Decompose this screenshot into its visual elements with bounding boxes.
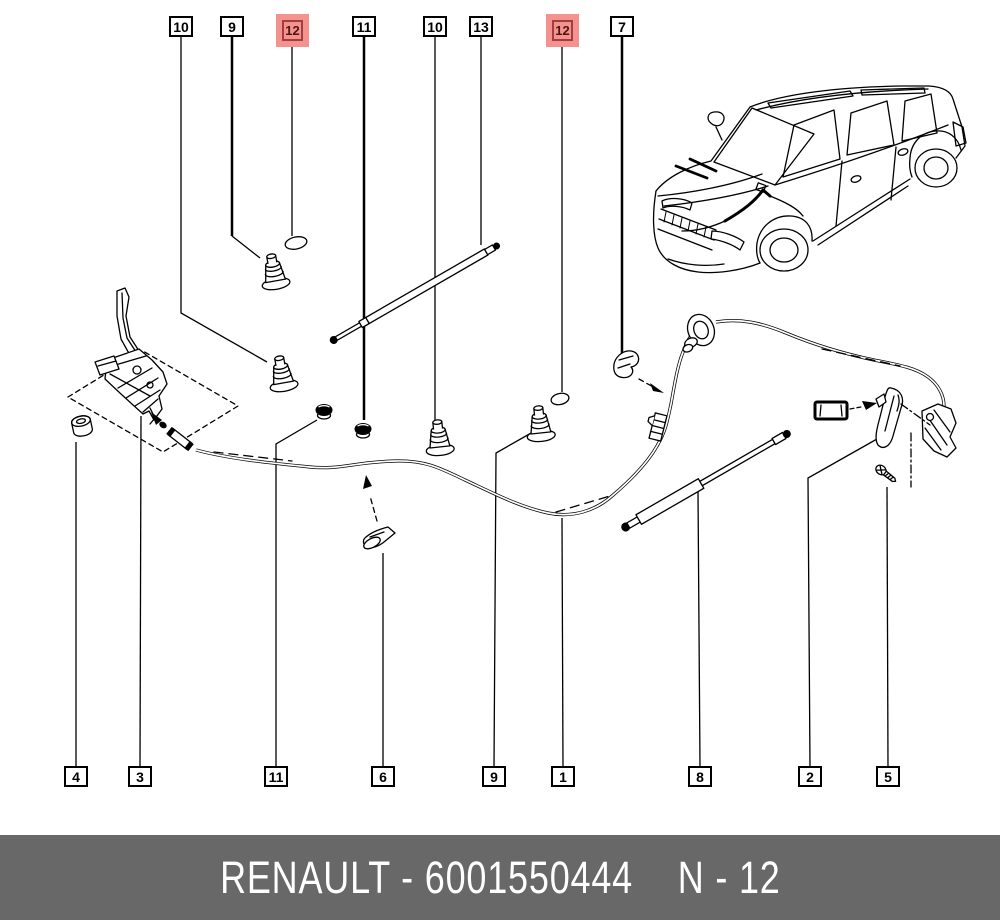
callout-number: 13 [473, 18, 489, 35]
callout-number: 11 [268, 768, 284, 785]
top-callout-13[interactable]: 13 [469, 16, 493, 37]
bottom-callout-4[interactable]: 4 [64, 766, 88, 787]
callout-number: 5 [884, 768, 892, 785]
oring-12-left [284, 236, 308, 250]
bottom-callout-6[interactable]: 6 [371, 766, 395, 787]
callout-number: 3 [136, 768, 144, 785]
callout-number: 7 [618, 18, 626, 35]
gas-strut-13 [329, 242, 501, 344]
parts-diagram-canvas [67, 37, 967, 768]
cable-clip-7 [613, 350, 664, 393]
top-callout-10-2[interactable]: 10 [423, 16, 447, 37]
footer-bar: RENAULT - 6001550444 N - 12 [0, 835, 1000, 920]
cap-11-left [314, 403, 334, 420]
cable-clip-6 [362, 475, 396, 550]
footer-text: RENAULT - 6001550444 N - 12 [220, 852, 781, 904]
callout-number: 12 [285, 23, 300, 38]
bottom-callout-8[interactable]: 8 [688, 766, 712, 787]
footer-part-reference: RENAULT - 6001550444 [219, 851, 633, 903]
top-callout-11[interactable]: 11 [352, 16, 376, 37]
callout-box: 12 [282, 20, 303, 41]
screw-5 [875, 464, 897, 483]
callout-number: 8 [696, 768, 704, 785]
bottom-callout-9[interactable]: 9 [482, 766, 506, 787]
callout-box: 12 [552, 20, 573, 41]
callout-number: 2 [806, 768, 814, 785]
grommet-9-mid [523, 403, 557, 444]
assembly-axis-lines [900, 403, 931, 488]
callout-number: 6 [379, 768, 387, 785]
grommet-9-left [256, 250, 292, 293]
cable-firewall-flange [682, 313, 716, 353]
bottom-callout-11[interactable]: 11 [264, 766, 288, 787]
hood-lock-assembly [94, 287, 168, 425]
cable-connector [647, 412, 668, 442]
top-callout-7[interactable]: 7 [610, 16, 634, 37]
bottom-callout-3[interactable]: 3 [128, 766, 152, 787]
callout-number: 10 [427, 18, 443, 35]
nut-4 [70, 415, 93, 437]
callout-number: 9 [490, 768, 498, 785]
top-callout-10[interactable]: 10 [169, 16, 193, 37]
release-cable-1 [151, 313, 957, 517]
release-handle-2 [875, 387, 904, 448]
grommet-10-left [264, 352, 300, 395]
bottom-callout-5[interactable]: 5 [876, 766, 900, 787]
mounting-pad-2 [813, 400, 877, 421]
callout-number: 12 [555, 23, 570, 38]
callout-number: 9 [228, 18, 236, 35]
gas-strut-8 [621, 430, 791, 532]
cap-11-mid [353, 422, 373, 439]
bottom-callout-1[interactable]: 1 [551, 766, 575, 787]
grommet-10-mid [422, 417, 456, 458]
callout-number: 11 [356, 18, 372, 35]
callout-number: 4 [72, 768, 80, 785]
cable-end-latch [921, 403, 957, 458]
footer-page-code: N - 12 [677, 851, 781, 903]
top-callout-9[interactable]: 9 [220, 16, 244, 37]
bottom-callout-2[interactable]: 2 [798, 766, 822, 787]
highlighted-cable-route [723, 188, 772, 223]
top-callout-12-highlighted-2[interactable]: 12 [546, 14, 579, 47]
vehicle-illustration [652, 85, 967, 274]
leader-lines [75, 37, 889, 768]
top-callout-12-highlighted[interactable]: 12 [276, 14, 309, 47]
oring-12-mid [550, 392, 570, 406]
callout-number: 1 [559, 768, 567, 785]
callout-number: 10 [173, 18, 189, 35]
